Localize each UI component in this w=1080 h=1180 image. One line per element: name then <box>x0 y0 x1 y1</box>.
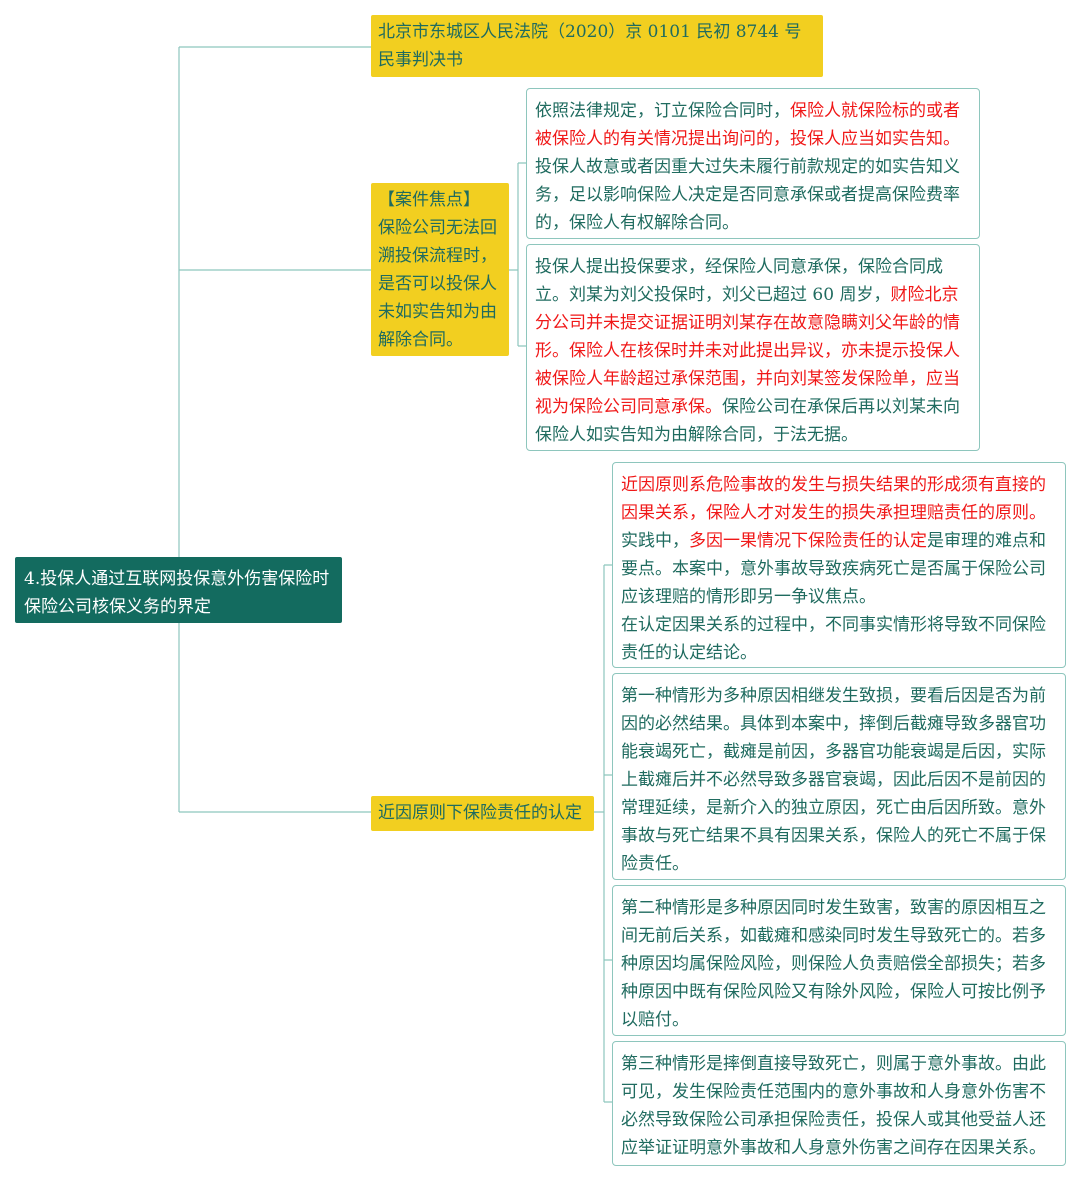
note-disclosure-law[interactable]: 依照法律规定，订立保险合同时，保险人就保险标的或者被保险人的有关情况提出询问的，… <box>526 88 980 239</box>
case-focus-label: 保险公司无法回溯投保流程时，是否可以投保人未如实告知为由解除合同。 <box>378 218 497 350</box>
note-text: 第一种情形为多种原因相继发生致损，要看后因是否为前因的必然结果。具体到本案中，摔… <box>621 686 1046 874</box>
note-text: 依照法律规定，订立保险合同时， <box>535 101 790 121</box>
note-text: 在认定因果关系的过程中，不同事实情形将导致不同保险责任的认定结论。 <box>621 615 1046 663</box>
note-text: 投保人故意或者因重大过失未履行前款规定的如实告知义务，足以影响保险人决定是否同意… <box>535 157 960 233</box>
note-highlight: 近因原则系危险事故的发生与损失结果的形成须有直接的因果关系，保险人才对发生的损失… <box>621 475 1046 523</box>
branch-judgment-label: 北京市东城区人民法院（2020）京 0101 民初 8744 号民事判决书 <box>378 22 802 70</box>
branch-case-focus[interactable]: 【案件焦点】保险公司无法回溯投保流程时，是否可以投保人未如实告知为由解除合同。 <box>371 183 509 356</box>
root-node[interactable]: 4.投保人通过互联网投保意外伤害保险时保险公司核保义务的界定 <box>15 557 342 623</box>
note-highlight: 保险人就保险标的或者被保险人的有关情况提出询问的，投保人应当如实告知。 <box>535 101 960 149</box>
note-text: 第三种情形是摔倒直接导致死亡，则属于意外事故。由此可见，发生保险责任范围内的意外… <box>621 1054 1046 1158</box>
note-text: 保险公司在承保后再以刘某未向保险人如实告知为由解除合同，于法无据。 <box>535 397 960 445</box>
note-third-scenario[interactable]: 第三种情形是摔倒直接导致死亡，则属于意外事故。由此可见，发生保险责任范围内的意外… <box>612 1041 1066 1166</box>
branch-judgment[interactable]: 北京市东城区人民法院（2020）京 0101 民初 8744 号民事判决书 <box>371 15 823 77</box>
note-first-scenario[interactable]: 第一种情形为多种原因相继发生致损，要看后因是否为前因的必然结果。具体到本案中，摔… <box>612 673 1066 880</box>
note-text: 实践中， <box>621 531 689 551</box>
note-second-scenario[interactable]: 第二种情形是多种原因同时发生致害，致害的原因相互之间无前后关系，如截瘫和感染同时… <box>612 885 1066 1036</box>
note-proximate-cause-principle[interactable]: 近因原则系危险事故的发生与损失结果的形成须有直接的因果关系，保险人才对发生的损失… <box>612 462 1066 668</box>
root-label: 4.投保人通过互联网投保意外伤害保险时保险公司核保义务的界定 <box>24 569 330 617</box>
note-text: 投保人提出投保要求，经保险人同意承保，保险合同成立。刘某为刘父投保时，刘父已超过… <box>535 257 943 305</box>
note-text: 是审理的难点和要点。本案中，意外事故导致疾病死亡是否属于保险公司应该理赔的情形即… <box>621 531 1046 607</box>
branch-proximate-cause[interactable]: 近因原则下保险责任的认定 <box>371 796 594 831</box>
note-highlight: 多因一果情况下保险责任的认定 <box>689 531 927 551</box>
proximate-cause-label: 近因原则下保险责任的认定 <box>378 803 582 823</box>
note-highlight: 财险北京分公司并未提交证据证明刘某存在故意隐瞒刘父年龄的情形。保险人在核保时并未… <box>535 285 960 417</box>
note-text: 第二种情形是多种原因同时发生致害，致害的原因相互之间无前后关系，如截瘫和感染同时… <box>621 898 1046 1030</box>
case-focus-title: 【案件焦点】 <box>378 190 480 210</box>
note-case-analysis[interactable]: 投保人提出投保要求，经保险人同意承保，保险合同成立。刘某为刘父投保时，刘父已超过… <box>526 244 980 451</box>
